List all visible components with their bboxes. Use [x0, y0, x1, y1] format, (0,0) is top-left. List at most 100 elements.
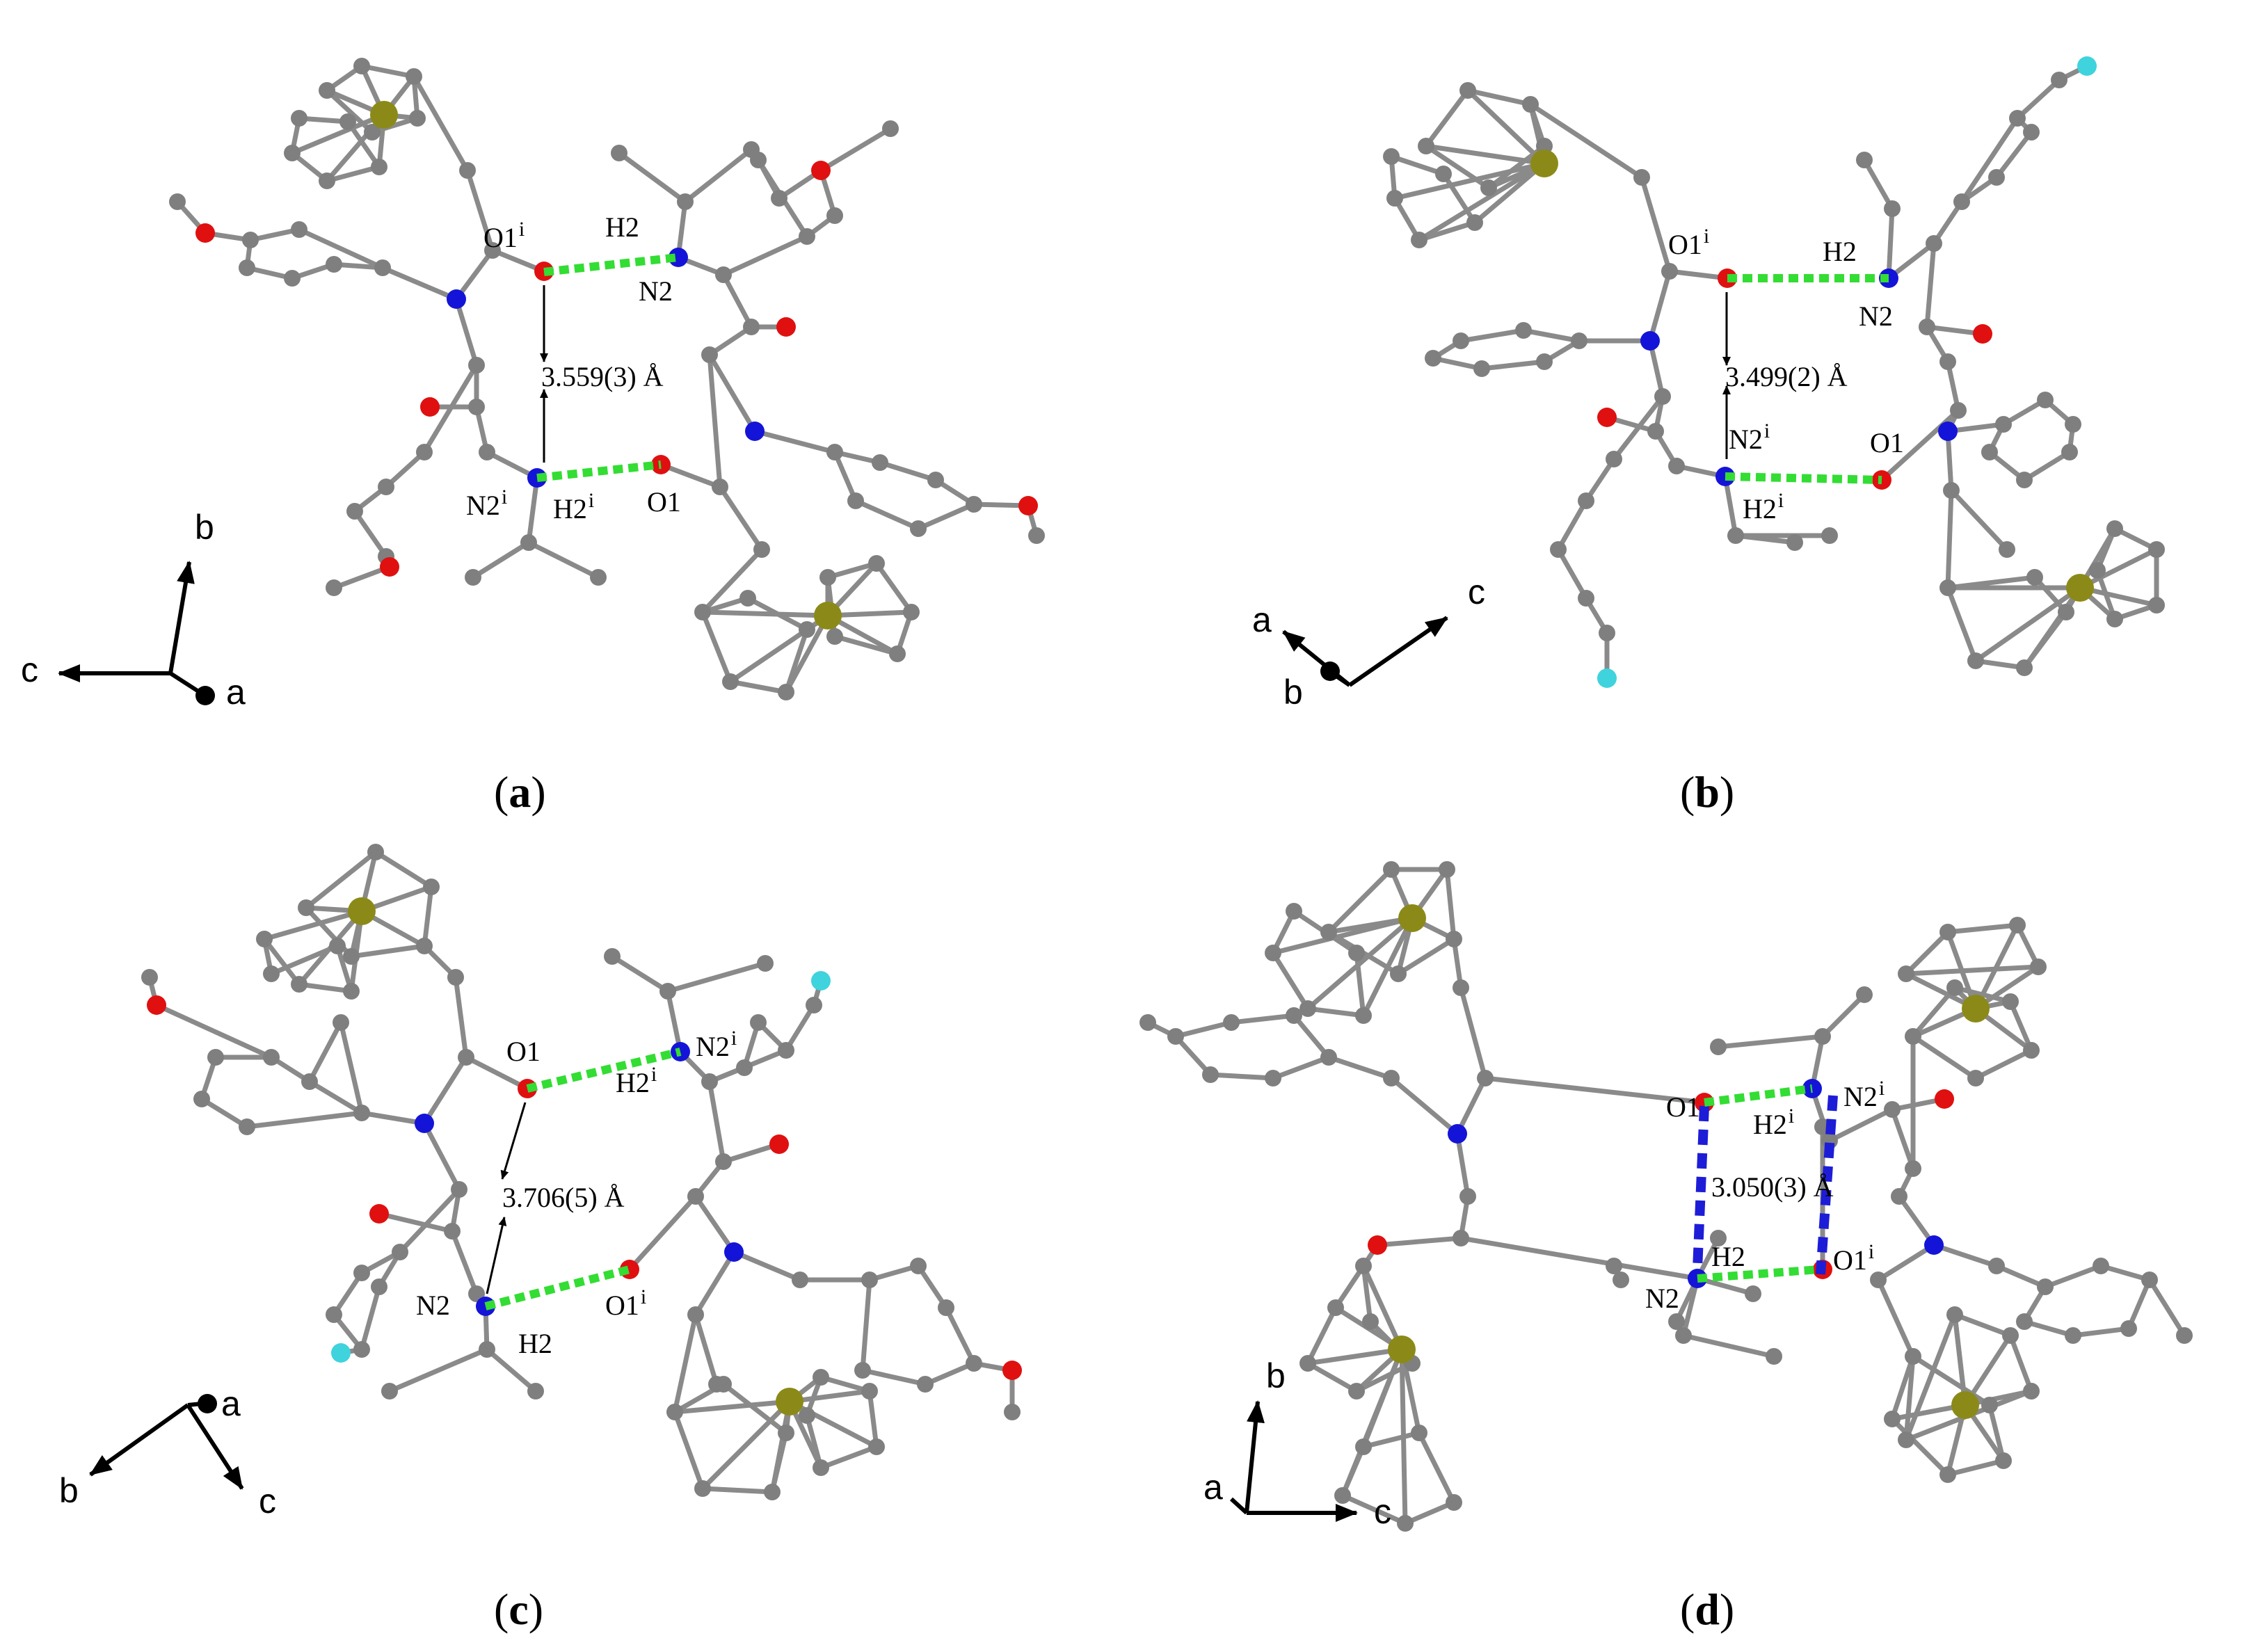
atom-carbon — [1334, 1487, 1351, 1504]
bond — [359, 63, 417, 79]
bond — [700, 1486, 775, 1495]
atom-carbon — [659, 983, 676, 1000]
atom-carbon — [1946, 1306, 1963, 1323]
atom-carbon — [1362, 1313, 1379, 1330]
atom-carbon — [343, 983, 360, 1000]
distance-label: 3.050(3) Å — [1711, 1171, 1834, 1203]
atom-iron — [370, 101, 398, 129]
atom-carbon — [917, 1376, 934, 1393]
atom-iron — [1398, 904, 1426, 932]
atom-carbon — [2120, 1320, 2137, 1337]
atom-carbon — [239, 1118, 255, 1135]
svg-text:N2i: N2i — [466, 486, 507, 521]
bond — [860, 1277, 872, 1373]
atom-carbon — [2023, 1042, 2040, 1059]
atom-nitrogen — [1448, 1124, 1467, 1144]
atom-carbon — [701, 1073, 718, 1090]
bond — [296, 981, 354, 994]
atom-carbon — [1571, 332, 1587, 349]
atom-carbon — [1939, 579, 1956, 596]
atom-carbon — [819, 569, 836, 586]
atom-carbon — [326, 579, 342, 596]
bond — [721, 234, 810, 278]
bond — [915, 1263, 949, 1310]
atom-carbon — [799, 1407, 815, 1424]
atom-carbon — [1898, 1432, 1914, 1448]
atom-oxygen — [147, 995, 166, 1015]
atom-carbon — [2002, 1327, 2019, 1344]
atom-oxygen — [811, 161, 831, 180]
atom-carbon — [374, 259, 391, 276]
atom-carbon — [1919, 319, 1935, 335]
bond — [1889, 1416, 1951, 1477]
atom-carbon — [868, 555, 885, 572]
bond — [1886, 206, 1895, 281]
atom-carbon — [938, 1299, 954, 1316]
atom-carbon — [1578, 590, 1594, 607]
atom-carbon — [329, 938, 346, 954]
atom-carbon — [1647, 423, 1664, 440]
atom-carbon — [813, 1369, 829, 1386]
bond — [422, 884, 434, 949]
atom-carbon — [1898, 965, 1914, 982]
bond — [1903, 929, 1951, 977]
atom-iron — [776, 1388, 803, 1416]
panel-caption: (b) — [1680, 767, 1734, 817]
atom-carbon — [1299, 1000, 1316, 1017]
atom-carbon — [826, 207, 843, 224]
atom-carbon — [1905, 1028, 1921, 1045]
bond — [943, 1305, 977, 1366]
atom-carbon — [527, 1383, 544, 1400]
hydrogen-bond-bottom — [1725, 472, 1882, 484]
atom-label-n-bottom: N2 — [416, 1290, 450, 1321]
atom-carbon — [1355, 1438, 1372, 1455]
atom-label-o-top: O1i — [1668, 225, 1709, 260]
atom-carbon — [423, 879, 440, 895]
atom-carbon — [263, 1049, 280, 1066]
atom-carbon — [193, 1091, 210, 1107]
bond — [682, 147, 754, 205]
bond — [376, 1211, 455, 1234]
atom-carbon — [484, 242, 501, 259]
atom-carbon — [590, 569, 607, 586]
axis-label: b — [59, 1471, 79, 1510]
atom-carbon — [2061, 444, 2078, 460]
bond — [1945, 585, 1978, 664]
bond — [2022, 1319, 2076, 1338]
atom-carbon — [346, 503, 363, 520]
atom-carbon — [1320, 1049, 1337, 1066]
axis-label: b — [1283, 673, 1303, 712]
distance-label: 3.559(3) Å — [541, 361, 664, 392]
svg-text:O1i: O1i — [605, 1285, 646, 1321]
atom-carbon — [694, 604, 711, 620]
atom-iron — [1951, 1391, 1979, 1419]
atom-carbon — [2148, 541, 2165, 558]
atom-oxygen — [1002, 1361, 1022, 1380]
panel-c: 3.706(5) Å O1 H2i N2i N2 H2 O1i a b c (c… — [59, 844, 1022, 1634]
atom-carbon — [353, 58, 370, 74]
bond — [2098, 1263, 2152, 1283]
atom-carbon — [722, 673, 739, 690]
bond — [672, 1409, 705, 1491]
atom-nitrogen — [724, 1242, 744, 1262]
atom-carbon — [677, 193, 694, 210]
atom-carbon — [298, 899, 314, 916]
atom-carbon — [1856, 152, 1873, 168]
atom-carbon — [1223, 1014, 1240, 1031]
atom-carbon — [771, 190, 787, 207]
molecule-atoms — [141, 844, 1022, 1500]
atom-oxygen — [1935, 1089, 1954, 1109]
bond — [658, 462, 723, 490]
bond — [1903, 1312, 1958, 1443]
bond — [915, 502, 977, 531]
hydrogen-bond-top — [526, 1048, 682, 1093]
atom-carbon — [2051, 72, 2067, 88]
bond — [1465, 88, 1533, 107]
bond — [665, 988, 683, 1054]
atom-carbon — [1515, 322, 1532, 339]
atom-label-o-top: O1 — [506, 1036, 541, 1067]
bond — [783, 1002, 817, 1053]
bond — [1395, 936, 1457, 977]
panel-b: 3.499(2) Å O1i H2 N2 N2i H2i O1 a c b (b… — [1252, 56, 2165, 817]
atom-carbon — [1286, 1007, 1302, 1024]
